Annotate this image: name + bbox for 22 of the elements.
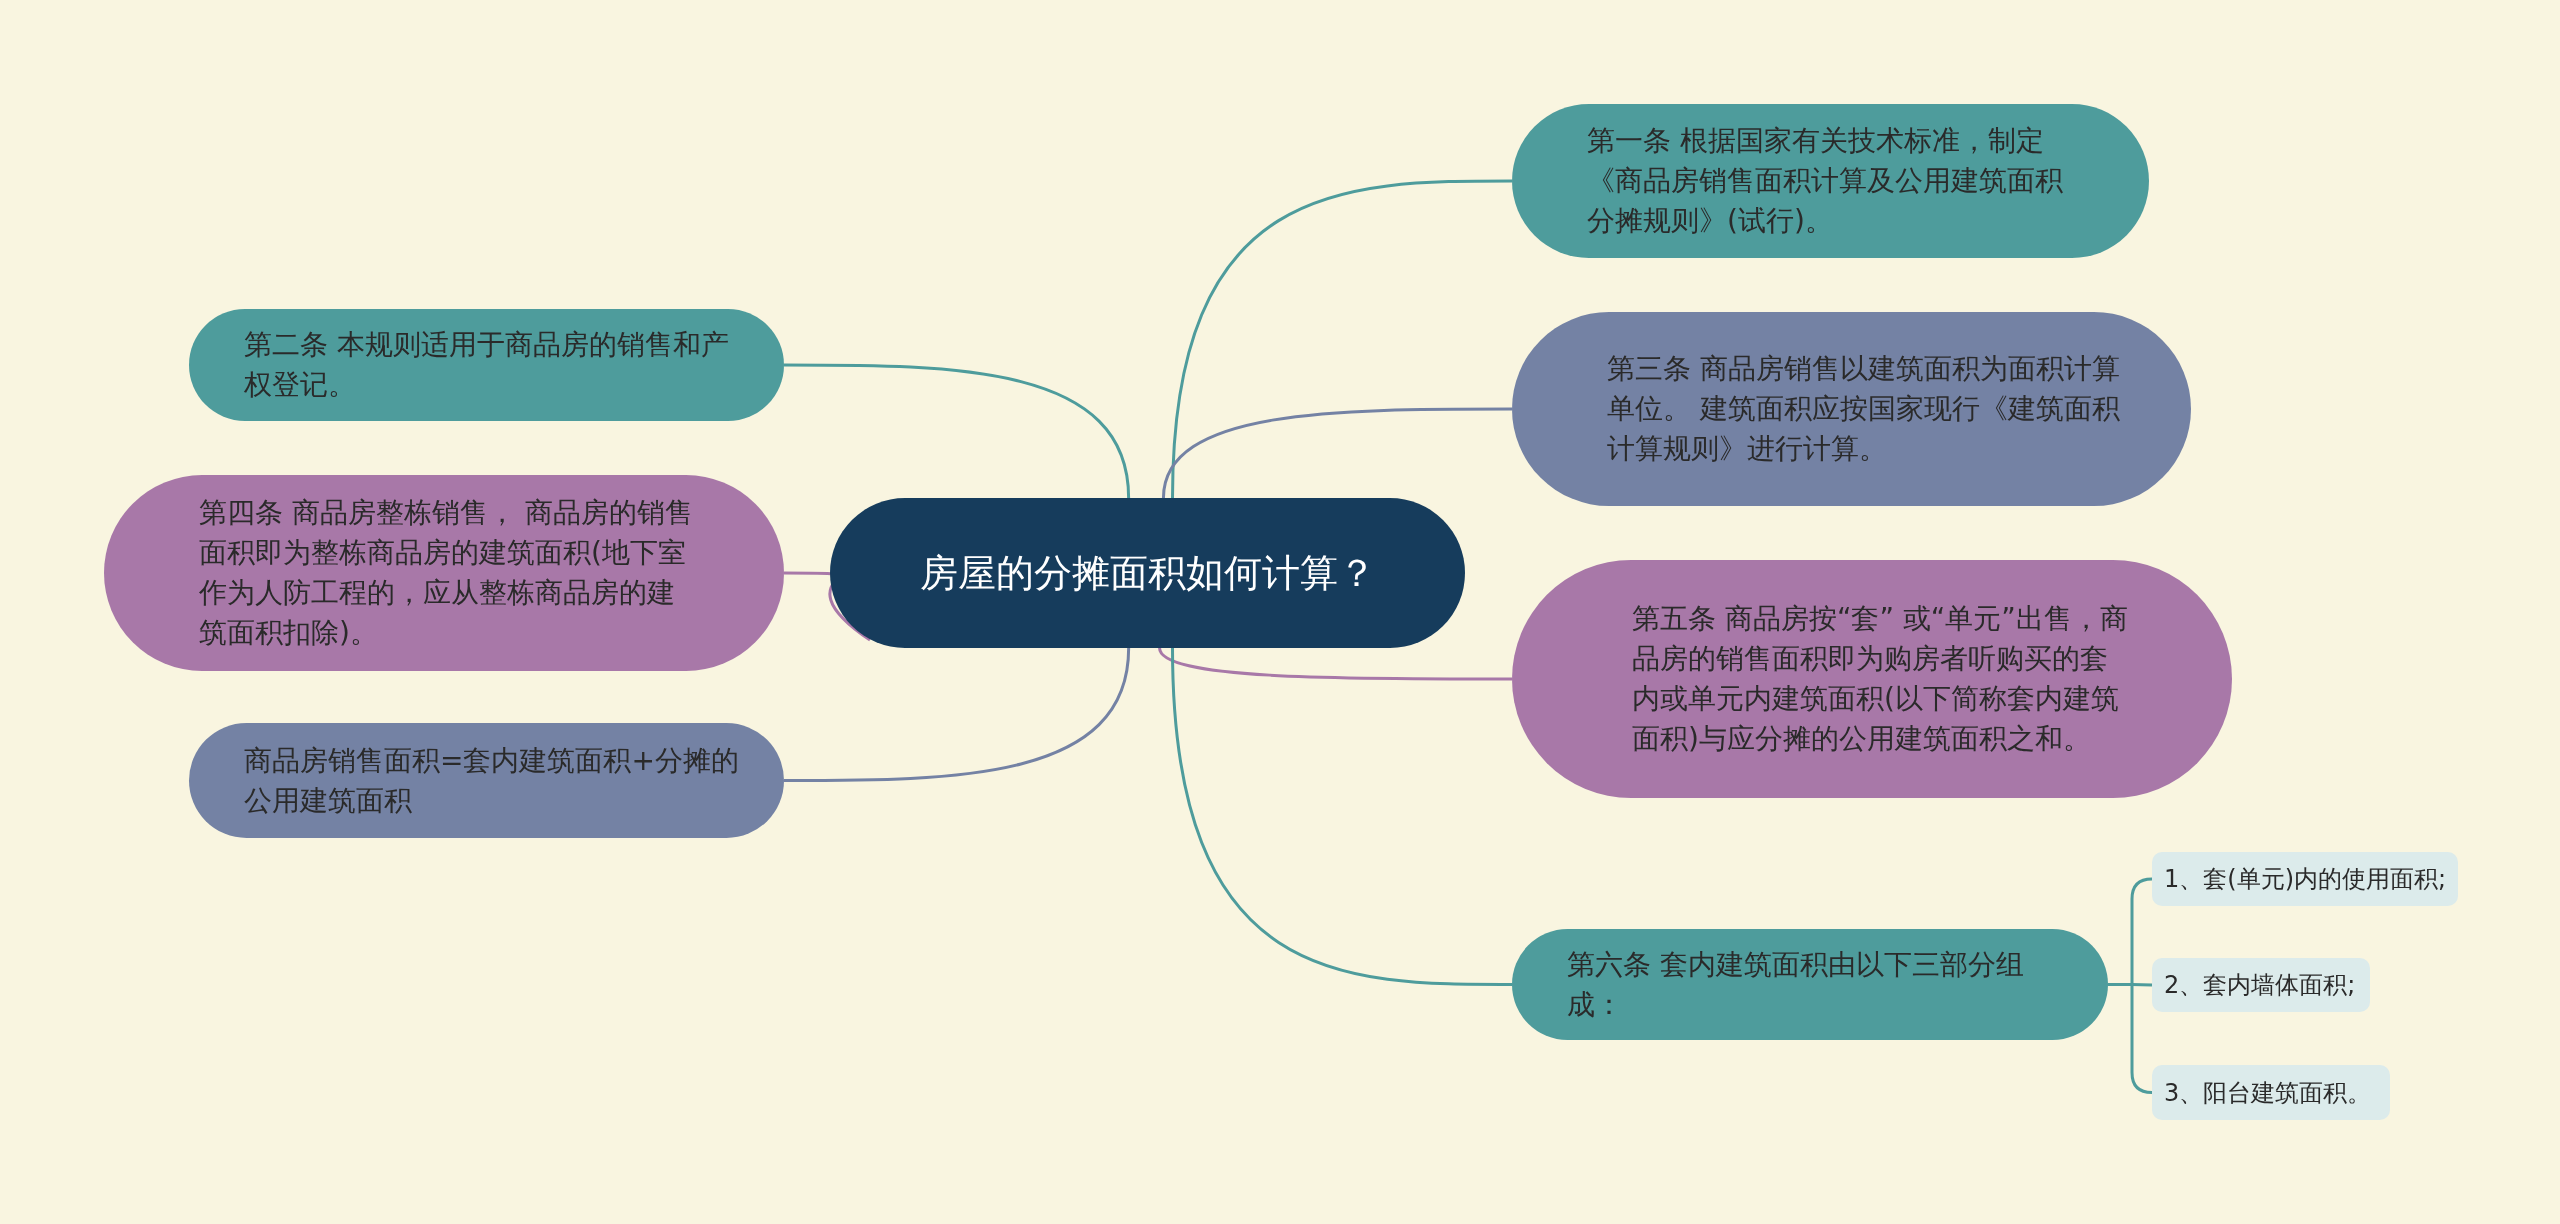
topic-text: 1、套(单元)内的使用面积; [2164, 864, 2447, 895]
connector-line [1158, 647, 1512, 681]
subtopic-box [2152, 852, 2458, 906]
topic-text: 商品房销售面积=套内建筑面积+分摊的公用建筑面积 [244, 742, 740, 819]
topic-text: 第六条 套内建筑面积由以下三部分组成： [1567, 946, 2025, 1023]
connector-line [784, 647, 1131, 782]
connector-line [1171, 647, 1512, 986]
topic-text: 第一条 根据国家有关技术标准，制定《商品房销售面积计算及公用建筑面积分摊规则》(试行)。 [1587, 123, 2064, 239]
subtopic-box [2152, 1065, 2390, 1120]
connector-line [1161, 407, 1512, 499]
subtopic-box [2152, 958, 2370, 1012]
connector-line [2108, 983, 2154, 1094]
topic-text: 第四条 商品房整栋销售， 商品房的销售面积即为整栋商品房的建筑面积(地下室作为人防工程的，应从整栋商品房的建筑面积扣除)。 [199, 495, 694, 651]
topic-text: 第二条 本规则适用于商品房的销售和产权登记。 [244, 327, 730, 403]
topic-text: 2、套内墙体面积; [2164, 970, 2356, 1001]
topic-text: 第五条 商品房按“套” 或“单元”出售，商品房的销售面积即为购房者听购买的套内或单元内建筑面积(以下简称套内建筑面积)与应分摊的公用建筑面积之和。 [1632, 601, 2129, 757]
connector-line [784, 571, 871, 642]
topic-text: 3、阳台建筑面积。 [2164, 1077, 2372, 1109]
connector-line [784, 363, 1131, 499]
topic-text: 第三条 商品房销售以建筑面积为面积计算单位。 建筑面积应按国家现行《建筑面积计算规则》进行计算。 [1607, 351, 2121, 467]
central-topic-text: 房屋的分摊面积如何计算？ [919, 550, 1376, 597]
connector-line [1171, 179, 1512, 499]
